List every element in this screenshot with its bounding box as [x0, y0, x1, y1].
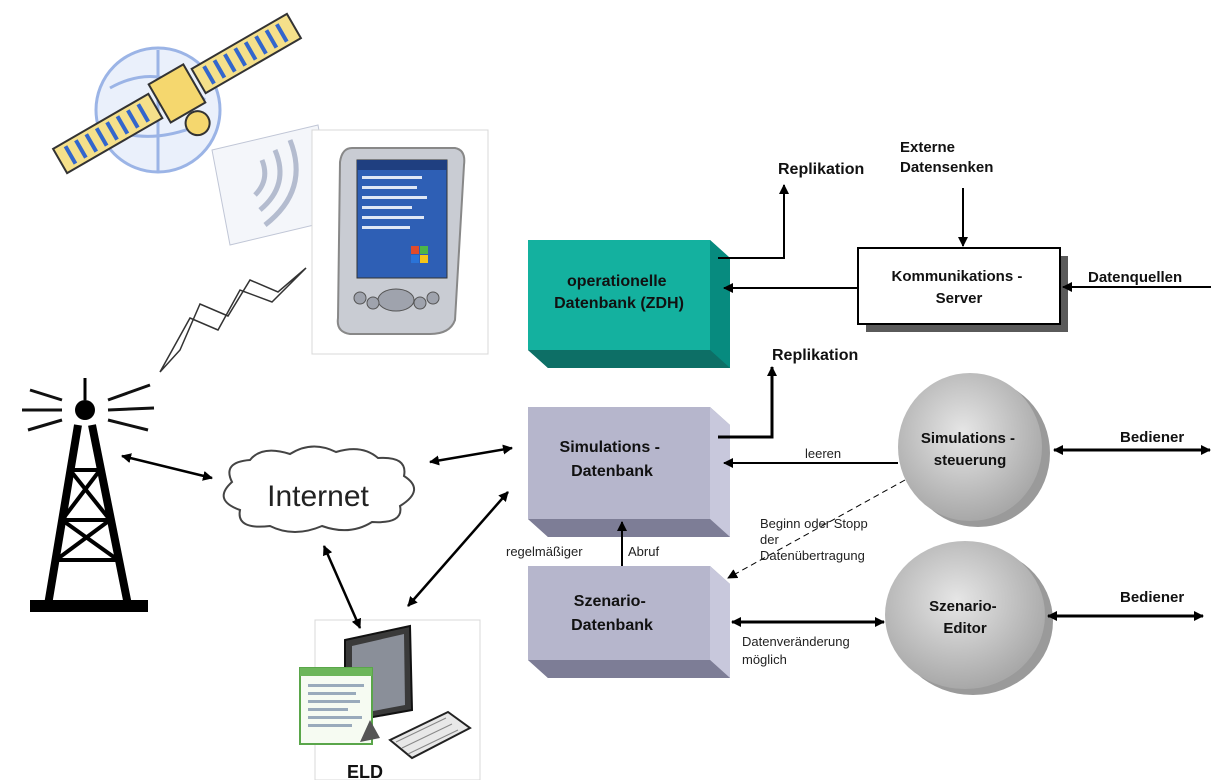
connectors [121, 184, 1211, 629]
internet-label: Internet [267, 480, 369, 513]
operator-1-label: Bediener [1120, 429, 1184, 446]
lightning-icon [159, 267, 307, 373]
fetch-label: Abruf [628, 544, 659, 559]
comm-server-label: Kommunikations - Server [891, 268, 1026, 307]
scenario-db-node: Szenario- Datenbank [528, 566, 730, 678]
windows-logo-icon [411, 246, 428, 263]
radio-waves-icon [211, 124, 336, 246]
data-change-label: Datenveränderung möglich [742, 634, 853, 667]
external-sinks-label: Externe Datensenken [900, 139, 993, 176]
simulation-control-label: Simulations - steuerung [921, 430, 1019, 469]
simulation-control-node: Simulations - steuerung [898, 373, 1050, 527]
replikation-mid-label: Replikation [772, 347, 858, 364]
internet-cloud: Internet [222, 445, 415, 533]
regular-label: regelmäßiger [506, 544, 583, 559]
satellite-icon [51, 12, 303, 175]
operational-db-label: operationelle Datenbank (ZDH) [554, 273, 684, 312]
computer-icon [299, 619, 481, 780]
eld-label: ELD [347, 762, 383, 780]
comm-server-node: Kommunikations - Server [857, 247, 1068, 332]
simulation-db-node: Simulations - Datenbank [528, 407, 730, 537]
operational-db-node: operationelle Datenbank (ZDH) [528, 240, 730, 368]
data-sources-label: Datenquellen [1088, 269, 1182, 286]
scenario-editor-node: Szenario- Editor [885, 541, 1053, 695]
pda-icon [311, 129, 489, 355]
radio-tower-icon [22, 378, 155, 612]
start-stop-label: Beginn oder Stopp der Datenübertragung [760, 516, 871, 563]
replikation-top-label: Replikation [778, 161, 864, 178]
clear-label: leeren [805, 446, 841, 461]
scenario-editor-label: Szenario- Editor [929, 598, 1001, 637]
operator-2-label: Bediener [1120, 589, 1184, 606]
scenario-db-label: Szenario- Datenbank [571, 593, 653, 634]
simulation-db-label: Simulations - Datenbank [560, 439, 665, 480]
